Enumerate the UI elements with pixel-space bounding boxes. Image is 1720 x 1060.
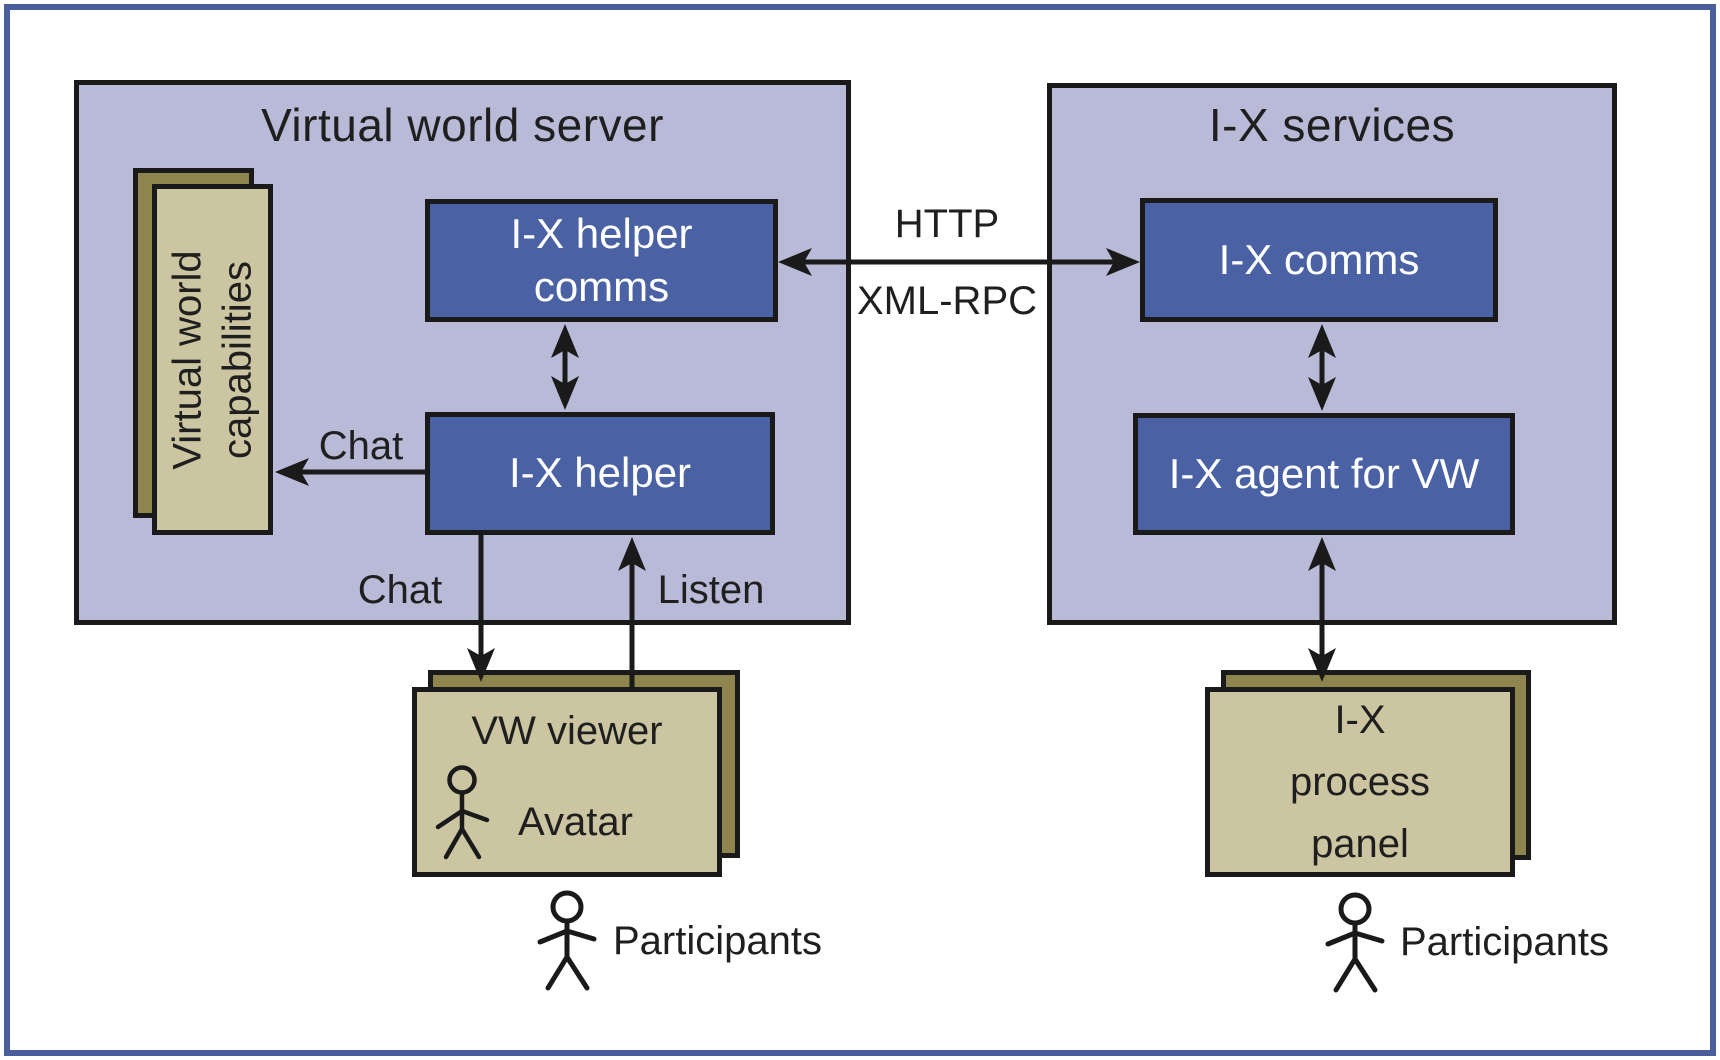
virtual-world-server-title: Virtual world server	[261, 99, 664, 151]
process-panel-label: I-X process panel	[1210, 689, 1510, 875]
vw-viewer-title: VW viewer	[471, 709, 663, 753]
participants-right-label: Participants	[1400, 920, 1609, 964]
ix-services-title: I-X services	[1208, 99, 1456, 151]
capabilities-label-line2: capabilities	[215, 260, 260, 459]
ix-helper-comms-line1: I-X helper	[510, 210, 693, 257]
ix-helper-comms-line2: comms	[533, 262, 670, 310]
process-panel-card-front: I-X process panel	[1205, 687, 1515, 877]
ix-helper-box: I-X helper	[425, 412, 775, 535]
ix-comms-box: I-X comms	[1140, 198, 1498, 322]
ix-comms-label: I-X comms	[1218, 235, 1420, 283]
xml-rpc-label: XML-RPC	[856, 279, 1038, 323]
chat-lower-label: Chat	[357, 568, 443, 612]
ix-agent-box: I-X agent for VW	[1133, 413, 1515, 535]
process-panel-line2: process	[1289, 760, 1431, 804]
chat-upper-label: Chat	[318, 424, 404, 468]
process-panel-line1: I-X	[1334, 698, 1386, 742]
participants-left-label: Participants	[613, 919, 822, 963]
http-label: HTTP	[894, 202, 1000, 246]
capabilities-label-line1: Virtual world	[165, 249, 210, 470]
ix-services-box	[1047, 83, 1617, 625]
avatar-label: Avatar	[518, 800, 633, 844]
capabilities-label: Virtual world capabilities	[163, 250, 263, 469]
ix-helper-comms-box: I-X helper comms	[425, 199, 778, 322]
ix-helper-label: I-X helper	[508, 449, 692, 497]
capabilities-card-front: Virtual world capabilities	[152, 184, 273, 535]
process-panel-line3: panel	[1311, 822, 1409, 866]
ix-agent-label: I-X agent for VW	[1168, 449, 1480, 497]
outer-frame	[4, 4, 1716, 1056]
listen-label: Listen	[657, 568, 765, 612]
